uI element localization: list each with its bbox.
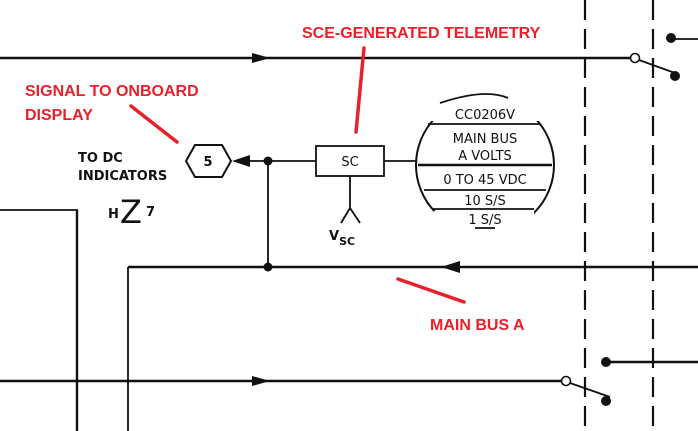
arrow-right-icon [252, 376, 270, 386]
annotation-main-bus-a: MAIN BUS A [430, 317, 525, 334]
main-bus-a-line[interactable] [127, 261, 698, 431]
to-dc-label-line2: INDICATORS [78, 169, 167, 184]
top-switch[interactable] [629, 33, 698, 81]
svg-text:7: 7 [146, 205, 155, 220]
measurement-rate-low: 1 S/S [468, 213, 501, 228]
switch-contact-icon [670, 71, 680, 81]
hex-connector-5[interactable]: 5 [184, 144, 233, 178]
bottom-line [0, 376, 562, 386]
annotation-pointer [129, 104, 179, 144]
sc-label: SC [341, 155, 358, 170]
svg-text:Z: Z [120, 193, 142, 231]
switch-contact-icon [666, 33, 676, 43]
top-line [0, 53, 630, 63]
measurement-rate-high: 10 S/S [464, 194, 506, 209]
svg-text:H: H [108, 207, 119, 222]
measurement-name-line1: MAIN BUS [453, 132, 518, 147]
arrow-left-icon [441, 261, 460, 273]
annotation-pointer [396, 277, 466, 304]
hex-connector-label: 5 [203, 155, 212, 170]
bottom-switch[interactable] [560, 357, 698, 406]
measurement-circle: CC0206V MAIN BUS A VOLTS 0 TO 45 VDC 10 … [415, 93, 555, 241]
to-dc-label-line1: TO DC [78, 151, 123, 166]
switch-pivot-icon [560, 375, 572, 387]
vsc-supply: VSC [329, 176, 361, 248]
measurement-name-line2: A VOLTS [458, 149, 512, 164]
vsc-label: VSC [329, 229, 355, 248]
zone-reference: H Z 7 [108, 193, 155, 231]
arrow-left-icon [232, 155, 250, 167]
annotation-signal-line1: SIGNAL TO ONBOARD [25, 83, 199, 100]
arrow-right-icon [252, 53, 270, 63]
left-box [0, 209, 79, 431]
switch-pivot-icon [629, 52, 641, 64]
annotation-sce-telemetry: SCE-GENERATED TELEMETRY [302, 25, 541, 42]
annotation-signal-line2: DISPLAY [25, 107, 93, 124]
annotation-pointer [354, 46, 366, 134]
measurement-id: CC0206V [455, 108, 515, 123]
signal-conditioner-box[interactable]: SC [315, 145, 385, 177]
measurement-range: 0 TO 45 VDC [443, 173, 526, 188]
switch-contact-icon [601, 396, 611, 406]
